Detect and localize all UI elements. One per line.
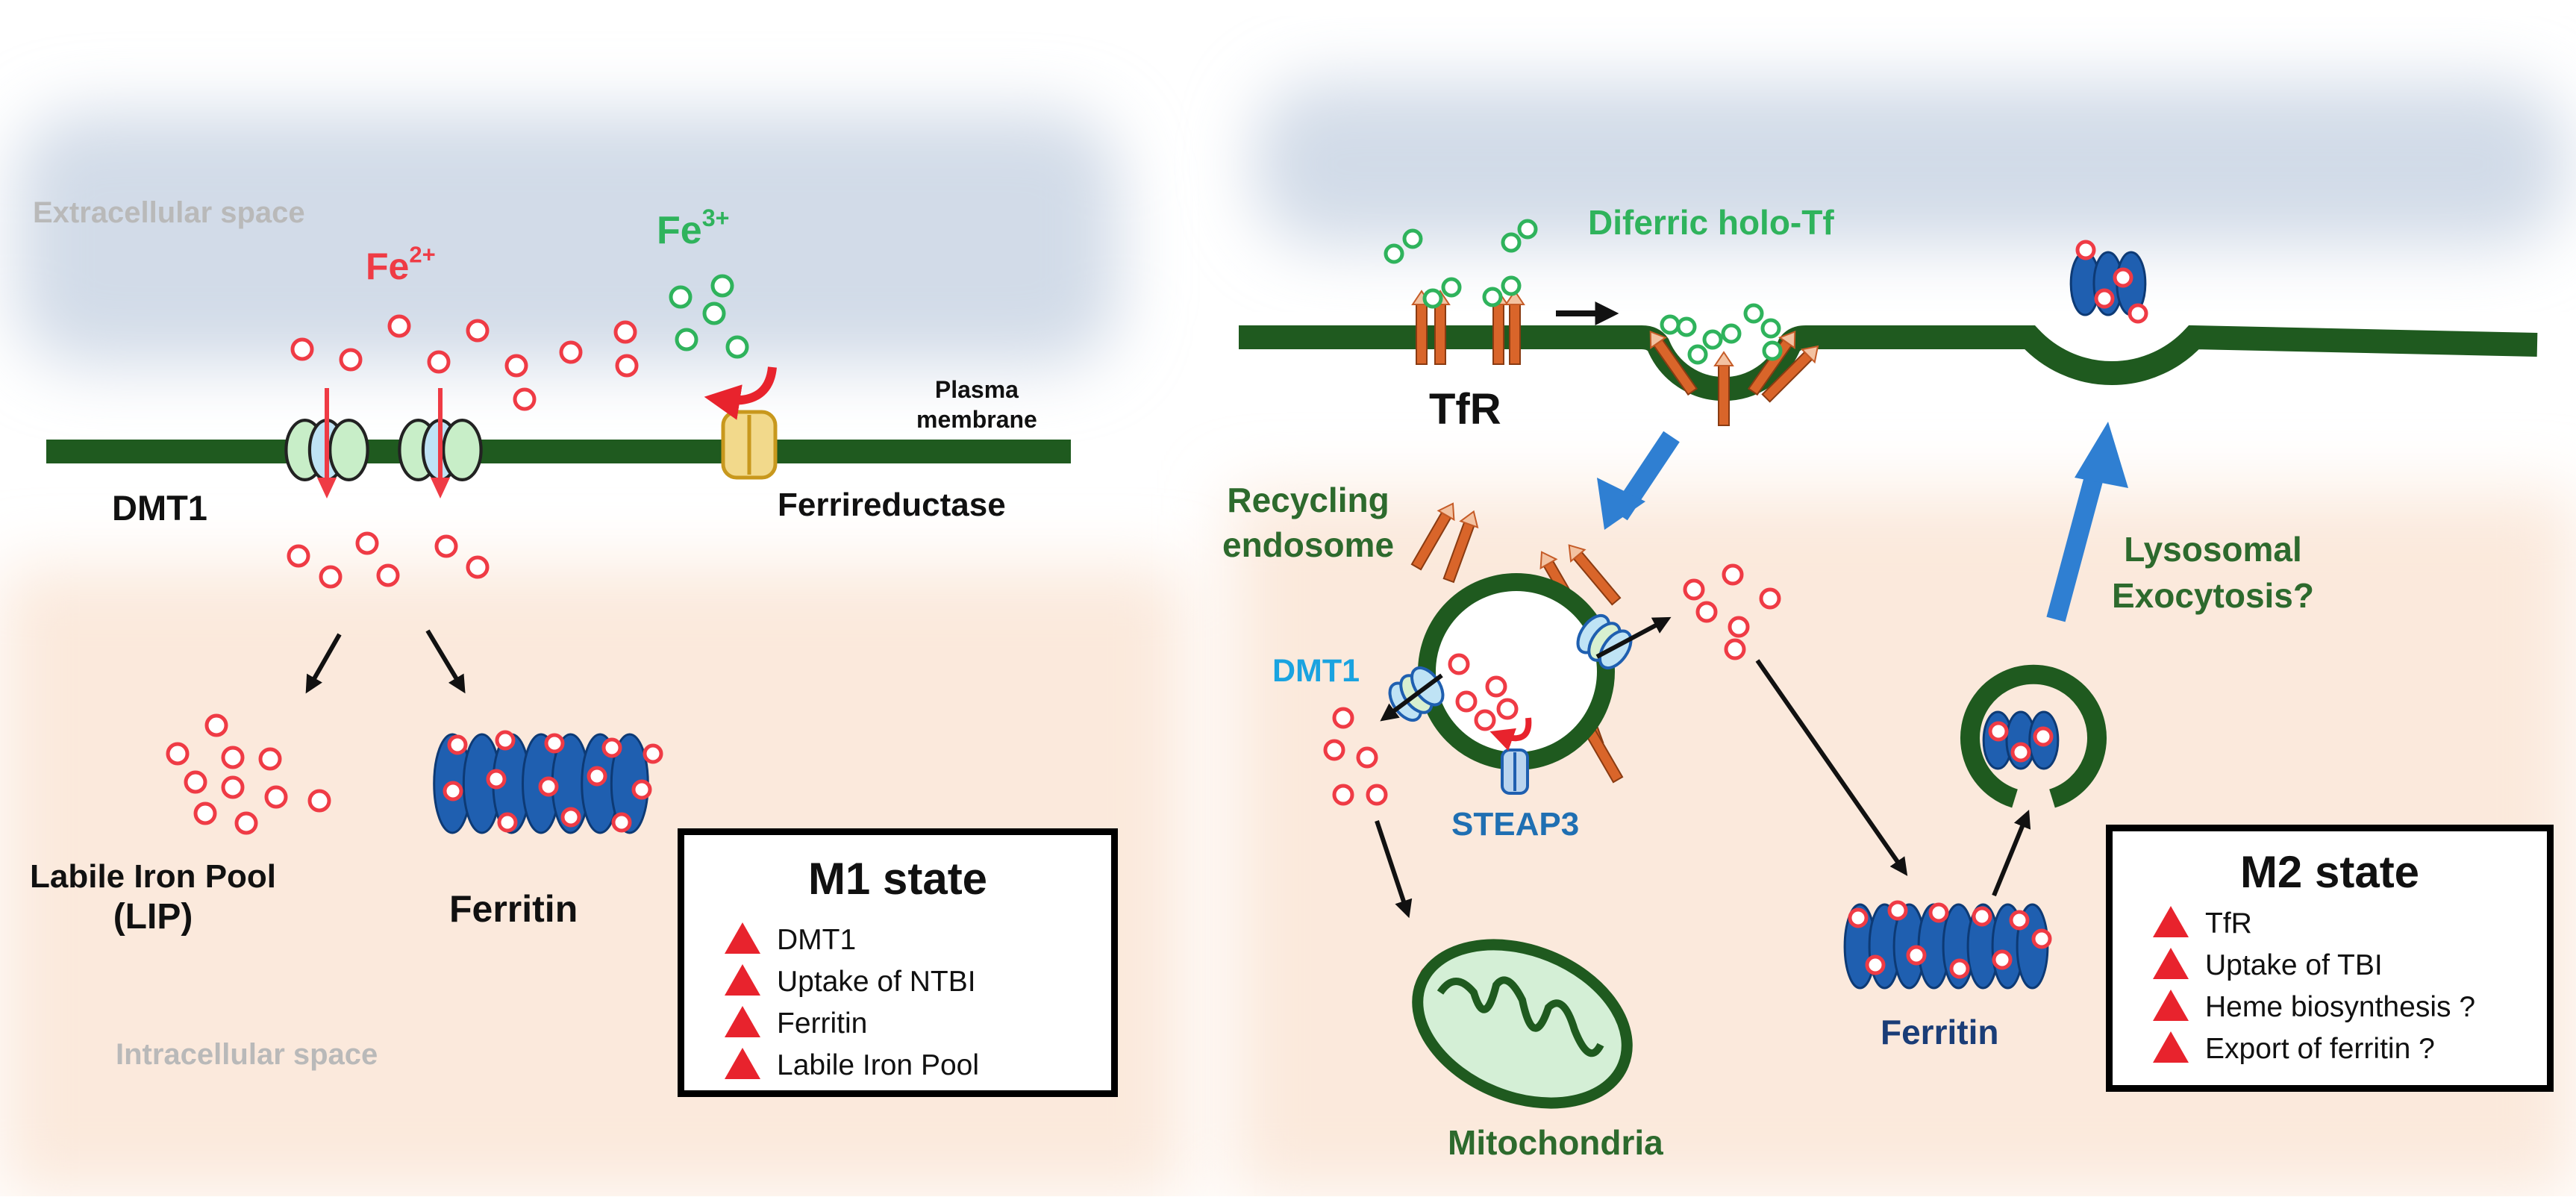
dmt1-out-arrow-right bbox=[1595, 616, 1672, 659]
m1-state-item: Uptake of NTBI bbox=[725, 961, 979, 1003]
mitochondria-label: Mitochondria bbox=[1448, 1123, 1663, 1162]
to-mitochondria-arrow bbox=[1375, 820, 1413, 919]
m1-iron-dots bbox=[166, 314, 639, 835]
diferric-holo-tf-label: Diferric holo-Tf bbox=[1588, 203, 1834, 242]
m2-state-title: M2 state bbox=[2239, 847, 2420, 897]
ferritin-icon bbox=[1843, 240, 2148, 990]
m1-state-list: DMT1 Uptake of NTBI Ferritin Labile Iron… bbox=[725, 919, 979, 1087]
triangle-up-icon bbox=[2153, 948, 2189, 979]
fe2-label: Fe2+ bbox=[366, 241, 436, 287]
m1-state-item: Labile Iron Pool bbox=[725, 1045, 979, 1087]
extracellular-space-label: Extracellular space bbox=[33, 196, 305, 229]
triangle-up-icon bbox=[2153, 906, 2189, 937]
m2-state-box: M2 state TfR Uptake of TBI Heme biosynth… bbox=[2106, 825, 2554, 1092]
steap3-label: STEAP3 bbox=[1451, 806, 1580, 843]
exocytosis-arrow bbox=[2046, 463, 2107, 622]
intracellular-space-label: Intracellular space bbox=[116, 1038, 378, 1071]
to-ferritin-arrow bbox=[1755, 659, 1908, 876]
exocytosis-arrowhead bbox=[2075, 422, 2128, 488]
ferritin-arrow bbox=[425, 629, 466, 694]
triangle-up-icon bbox=[725, 922, 760, 954]
lysosome-vesicle bbox=[1960, 664, 2107, 808]
m2-dmt1-label: DMT1 bbox=[1272, 653, 1360, 689]
steap3-icon bbox=[1501, 749, 1529, 795]
dmt1-out-arrow-left bbox=[1380, 673, 1443, 722]
m2-ferritin-label: Ferritin bbox=[1881, 1013, 1999, 1051]
tfr-label: TfR bbox=[1429, 385, 1501, 434]
m2-state-item: TfR bbox=[2153, 903, 2475, 945]
dmt1-transporter-icon bbox=[284, 388, 483, 499]
triangle-up-icon bbox=[2153, 1031, 2189, 1063]
ferritin-icon bbox=[433, 730, 663, 834]
triangle-up-icon bbox=[725, 1006, 760, 1037]
m1-state-item: DMT1 bbox=[725, 919, 979, 961]
dmt1-label: DMT1 bbox=[112, 488, 207, 528]
endocytosis-arrowhead bbox=[1597, 478, 1645, 530]
m2-state-list: TfR Uptake of TBI Heme biosynthesis ? Ex… bbox=[2153, 903, 2475, 1070]
m1-state-box: M1 state DMT1 Uptake of NTBI Ferritin La… bbox=[678, 828, 1118, 1097]
triangle-up-icon bbox=[725, 1048, 760, 1079]
lip-arrow bbox=[305, 633, 342, 694]
m2-state-item: Export of ferritin ? bbox=[2153, 1028, 2475, 1070]
triangle-up-icon bbox=[2153, 990, 2189, 1021]
m2-plasma-membrane bbox=[1239, 325, 2538, 401]
reduction-arrow bbox=[704, 366, 777, 420]
m1-fe3-dots bbox=[669, 274, 749, 359]
triangle-up-icon bbox=[725, 964, 760, 996]
ferrireductase-label: Ferrireductase bbox=[778, 487, 1006, 523]
labile-iron-pool-label: Labile Iron Pool(LIP) bbox=[30, 858, 277, 937]
m2-state-item: Heme biosynthesis ? bbox=[2153, 987, 2475, 1028]
m1-state-item: Ferritin bbox=[725, 1003, 979, 1045]
to-lysosome-arrow bbox=[1992, 810, 2031, 897]
m1-state-title: M1 state bbox=[807, 854, 988, 904]
mitochondria-icon bbox=[1412, 939, 1633, 1109]
m2-state-item: Uptake of TBI bbox=[2153, 945, 2475, 987]
steap3-reduction-arrow bbox=[1489, 717, 1532, 751]
m1-ferritin-label: Ferritin bbox=[449, 888, 578, 930]
fe3-label: Fe3+ bbox=[657, 204, 730, 252]
ferrireductase-icon bbox=[721, 410, 778, 480]
